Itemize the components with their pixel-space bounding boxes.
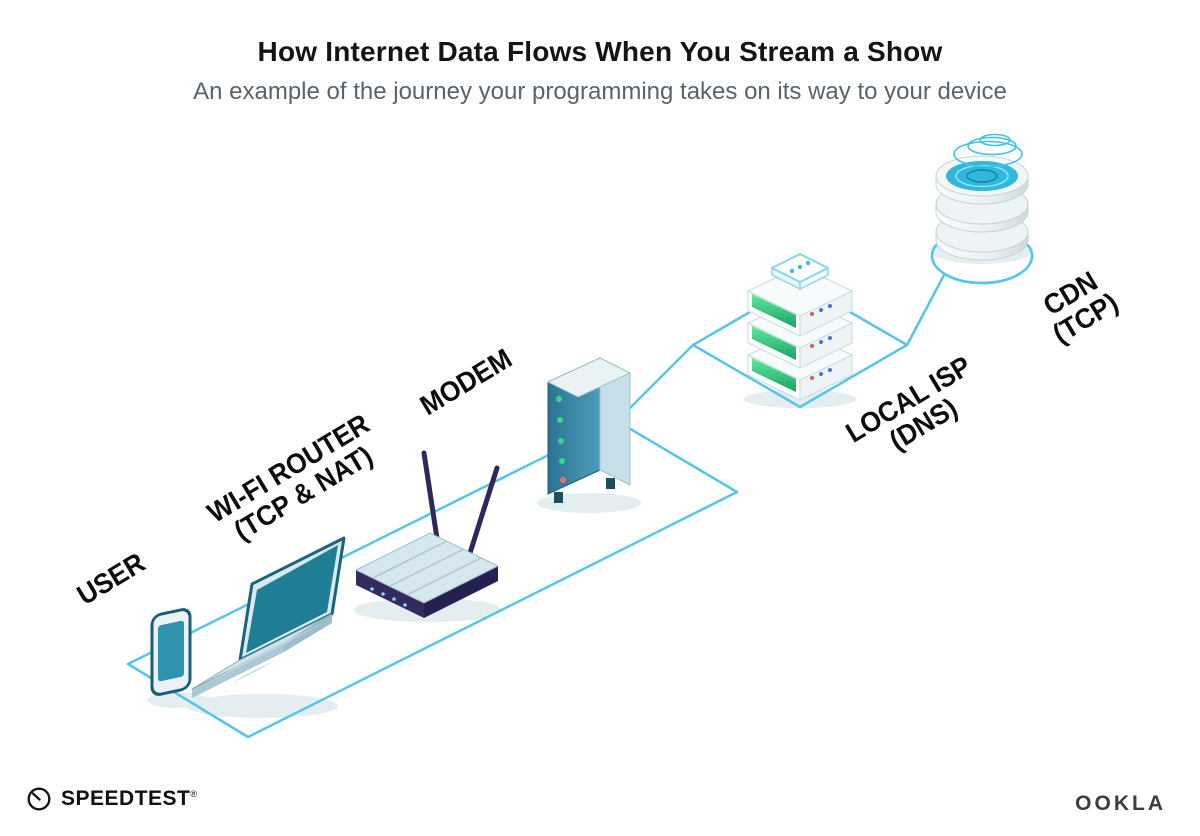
user-laptop-illustration [191,536,346,698]
modem-illustration [546,357,632,503]
isp-server-stack-illustration [747,253,853,401]
speedtest-trademark: ® [190,789,198,799]
page-subtitle: An example of the journey your programmi… [193,78,1007,105]
wifi-router-illustration [354,450,500,618]
path-isp-to-cdn [905,273,946,347]
path-lan-loop [126,419,739,739]
speedtest-wordmark: SPEEDTEST [61,787,191,810]
path-cdn-loop-front [930,254,1034,285]
speedtest-gauge-icon [27,787,51,811]
cdn-database-illustration [935,133,1029,261]
ookla-logo: OOKLA [1075,792,1166,815]
router-antenna-right [467,465,500,556]
user-phone-illustration [150,608,192,696]
router-antenna-left [421,450,441,548]
cdn-signal-rings [953,133,1023,168]
page-title: How Internet Data Flows When You Stream … [257,36,943,67]
speedtest-logo: SPEEDTEST ® [26,786,198,812]
